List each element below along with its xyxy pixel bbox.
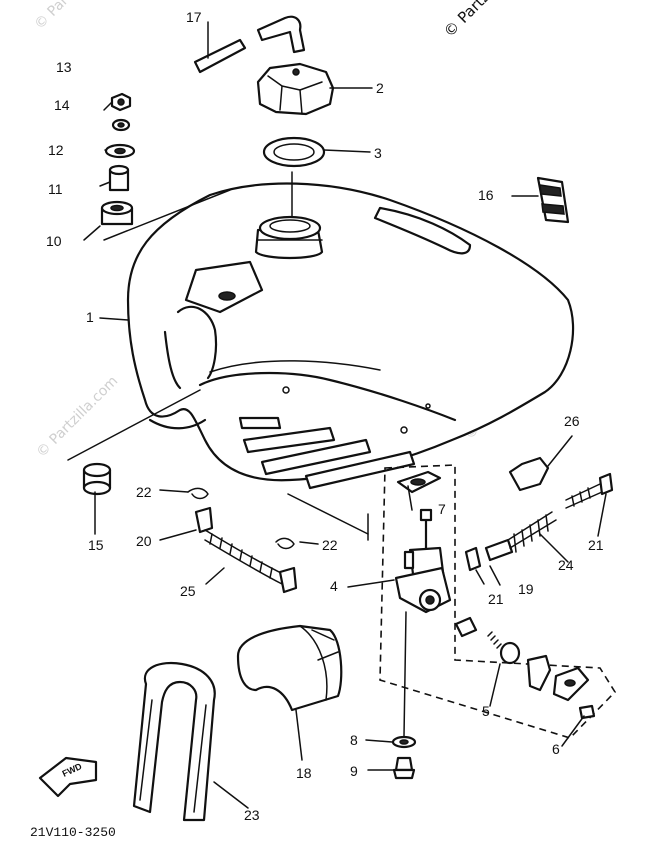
hose-spring-upper[interactable]: [565, 483, 603, 509]
callout-10: 10: [46, 233, 62, 249]
leader-lines: [67, 21, 607, 809]
drain-bolt[interactable]: [392, 756, 416, 780]
callout-18: 18: [296, 765, 312, 781]
lever-plate[interactable]: [552, 666, 590, 702]
callout-9: 9: [350, 763, 358, 779]
callout-16: 16: [478, 187, 494, 203]
callout-numbers: 1 2 3 4 5 6 7 8 9 10 11 12 13 14 15 16 1…: [46, 9, 604, 823]
cap-gasket[interactable]: [262, 136, 326, 168]
lock-washer[interactable]: [111, 118, 131, 132]
nut[interactable]: [110, 92, 132, 112]
callout-5: 5: [482, 703, 490, 719]
callout-13: 13: [56, 59, 72, 75]
callout-2: 2: [376, 80, 384, 96]
cover[interactable]: [508, 456, 550, 492]
callout-15: 15: [88, 537, 104, 553]
diagram-code: 21V110-3250: [30, 825, 116, 840]
fwd-arrow-icon: FWD: [38, 756, 98, 798]
callout-24: 24: [558, 557, 574, 573]
watermark-mid-left: © Partzilla.com: [34, 373, 122, 461]
callout-12: 12: [48, 142, 64, 158]
callout-1: 1: [86, 309, 94, 325]
callout-22-lower: 22: [322, 537, 338, 553]
callout-25: 25: [180, 583, 196, 599]
callout-7: 7: [438, 501, 446, 517]
screw[interactable]: [578, 704, 596, 720]
fuel-tank[interactable]: [126, 182, 575, 490]
tank-band[interactable]: [132, 661, 216, 822]
vacuum-hose[interactable]: [194, 506, 298, 594]
hose-clip-22-lower[interactable]: [275, 537, 295, 550]
collar[interactable]: [108, 164, 130, 192]
hose-clip-lower[interactable]: [464, 546, 482, 572]
callout-11: 11: [48, 181, 63, 197]
callout-26: 26: [564, 413, 580, 429]
callout-21-upper: 21: [588, 537, 604, 553]
fuel-cap[interactable]: [256, 62, 335, 116]
tank-cover-18[interactable]: [236, 624, 343, 712]
callout-14: 14: [54, 97, 70, 113]
rear-damper[interactable]: [82, 462, 112, 496]
callout-17: 17: [186, 9, 202, 25]
callout-8: 8: [350, 732, 358, 748]
fuel-cock-assembly-outline: [379, 464, 617, 739]
callout-23: 23: [244, 807, 260, 823]
o-ring[interactable]: [499, 641, 521, 665]
callout-22-upper: 22: [136, 484, 152, 500]
watermark-top-left: © Partzilla.com: [32, 0, 120, 33]
callout-3: 3: [374, 145, 382, 161]
fuel-cock-gasket[interactable]: [396, 470, 442, 494]
breather-hose[interactable]: [193, 15, 306, 74]
emblem-clip[interactable]: [536, 176, 570, 224]
fuel-hose-spring[interactable]: [507, 511, 557, 553]
plain-washer[interactable]: [104, 143, 136, 159]
filter-screen[interactable]: [454, 616, 478, 638]
washer-8[interactable]: [391, 735, 417, 749]
spring[interactable]: [487, 631, 502, 649]
fuel-cock[interactable]: [394, 508, 452, 614]
watermark-top-right: © Partzilla.com: [440, 0, 535, 41]
callout-4: 4: [330, 578, 338, 594]
fuel-hose-short[interactable]: [484, 538, 514, 562]
damper[interactable]: [100, 200, 134, 226]
hose-clip-22-upper[interactable]: [187, 487, 209, 500]
callout-19: 19: [518, 581, 534, 597]
lever[interactable]: [526, 654, 552, 692]
hose-clip-upper[interactable]: [598, 472, 614, 496]
callout-6: 6: [552, 741, 560, 757]
callout-21-lower: 21: [488, 591, 504, 607]
callout-20: 20: [136, 533, 152, 549]
